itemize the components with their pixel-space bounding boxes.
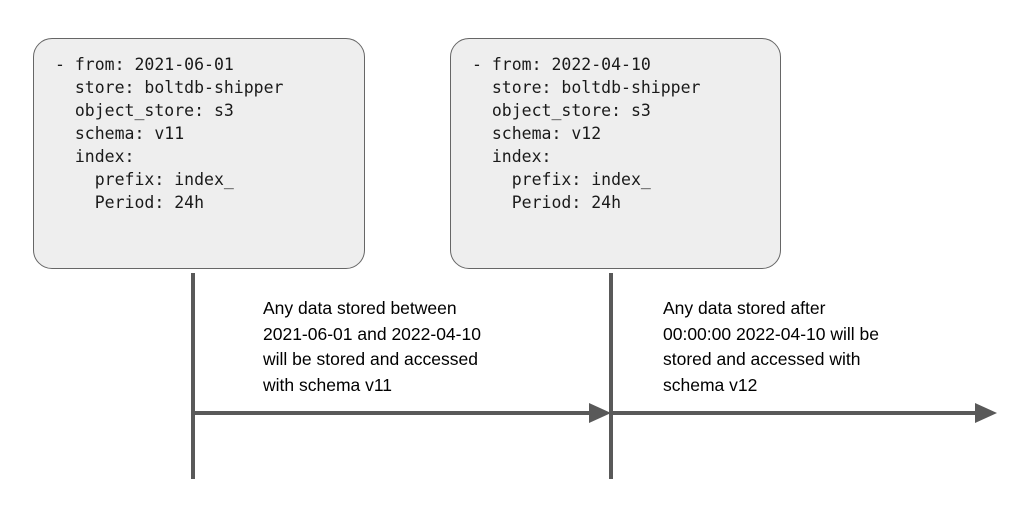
timeline-marker-line-2022-04-10 [609, 273, 613, 479]
timeline-arrowhead-mid-icon [589, 403, 611, 423]
timeline-arrowhead-end-icon [975, 403, 997, 423]
timeline-segment-v12 [613, 411, 985, 415]
annotation-segment-v12: Any data stored after 00:00:00 2022-04-1… [663, 298, 879, 395]
config-box-schema-v12-text: - from: 2022-04-10 store: boltdb-shipper… [472, 55, 701, 212]
timeline-segment-v11 [193, 411, 591, 415]
annotation-segment-v11: Any data stored between 2021-06-01 and 2… [263, 298, 481, 395]
timeline-marker-line-2021-06-01 [191, 273, 195, 479]
config-box-schema-v12: - from: 2022-04-10 store: boltdb-shipper… [450, 38, 781, 269]
config-box-schema-v11: - from: 2021-06-01 store: boltdb-shipper… [33, 38, 365, 269]
config-box-schema-v11-text: - from: 2021-06-01 store: boltdb-shipper… [55, 55, 284, 212]
